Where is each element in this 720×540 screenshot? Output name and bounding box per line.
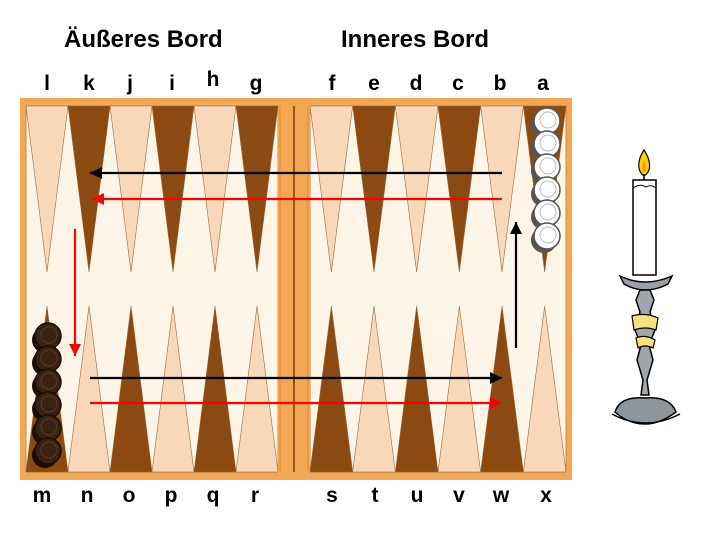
point-label-e: e <box>368 72 380 95</box>
point-q <box>193 305 237 473</box>
point-o <box>109 305 153 473</box>
inner-board-title: Inneres Bord <box>341 26 490 53</box>
point-label-q: q <box>206 484 220 507</box>
point-l <box>25 105 69 273</box>
point-label-a: a <box>537 72 549 95</box>
point-label-s: s <box>326 484 338 507</box>
arrow-black-top-head <box>90 167 102 179</box>
point-d <box>394 105 439 273</box>
white-checker-stack <box>531 107 561 253</box>
white-checker-rim <box>539 134 557 152</box>
black-checker-rim <box>40 372 58 390</box>
point-t <box>352 305 396 473</box>
point-label-w: w <box>492 484 510 507</box>
board-points <box>25 105 567 473</box>
candle-holder-base-edge <box>611 413 681 424</box>
candle-holder-cup <box>618 274 674 291</box>
arrow-red-bottom-head <box>490 397 502 409</box>
black-checker-rim <box>40 326 58 344</box>
point-j <box>109 105 153 273</box>
point-label-i: i <box>169 72 175 95</box>
black-checker-stack <box>32 322 62 468</box>
point-label-p: p <box>164 484 178 507</box>
point-label-k: k <box>83 72 95 95</box>
candle-drip <box>632 184 657 189</box>
arrow-red-top-head <box>92 193 104 205</box>
movement-arrows <box>69 167 522 409</box>
point-n <box>67 305 111 473</box>
point-label-g: g <box>249 72 263 95</box>
point-u <box>394 305 439 473</box>
point-w <box>480 305 524 473</box>
point-label-r: r <box>250 484 260 507</box>
point-label-l: l <box>44 72 50 95</box>
point-label-t: t <box>371 484 379 507</box>
arrow-black-bottom-head <box>490 372 502 384</box>
point-h <box>193 105 237 273</box>
candle-body <box>632 179 657 276</box>
point-v <box>437 305 482 473</box>
point-label-n: n <box>80 484 94 507</box>
point-label-c: c <box>452 72 464 95</box>
point-g <box>235 105 279 273</box>
point-label-d: d <box>409 72 423 95</box>
point-s <box>309 305 354 473</box>
candle-flame-core <box>642 160 647 173</box>
point-r <box>235 305 279 473</box>
black-checker-rim <box>40 441 58 459</box>
point-label-m: m <box>32 484 52 507</box>
white-checker-rim <box>539 157 557 175</box>
black-checker-rim <box>40 418 58 436</box>
point-label-v: v <box>453 484 465 507</box>
white-checker-rim <box>539 226 557 244</box>
point-label-u: u <box>410 484 424 507</box>
point-k <box>67 105 111 273</box>
point-c <box>437 105 482 273</box>
point-label-b: b <box>493 72 507 95</box>
point-f <box>309 105 354 273</box>
point-label-o: o <box>122 484 136 507</box>
point-label-x: x <box>540 484 552 507</box>
point-b <box>480 105 524 273</box>
white-checker-rim <box>539 111 557 129</box>
point-i <box>151 105 195 273</box>
point-x <box>522 305 567 473</box>
inner-board-field <box>309 105 567 473</box>
point-label-j: j <box>127 72 133 95</box>
point-label-f: f <box>328 72 336 95</box>
outer-board-title: Äußeres Bord <box>64 26 223 53</box>
black-checker-rim <box>40 395 58 413</box>
point-p <box>151 305 195 473</box>
black-checker-rim <box>40 349 58 367</box>
white-checker-rim <box>539 180 557 198</box>
point-e <box>352 105 396 273</box>
arrow-black-up-head <box>510 222 522 234</box>
point-label-h: h <box>206 68 220 91</box>
candle-holder-ring-2 <box>635 335 656 349</box>
board-bar <box>278 104 310 474</box>
candle-holder-ring <box>631 313 659 331</box>
outer-board-field <box>25 105 279 473</box>
arrow-red-down-head <box>69 344 81 356</box>
white-checker-rim <box>539 203 557 221</box>
candle-icon <box>611 148 681 425</box>
